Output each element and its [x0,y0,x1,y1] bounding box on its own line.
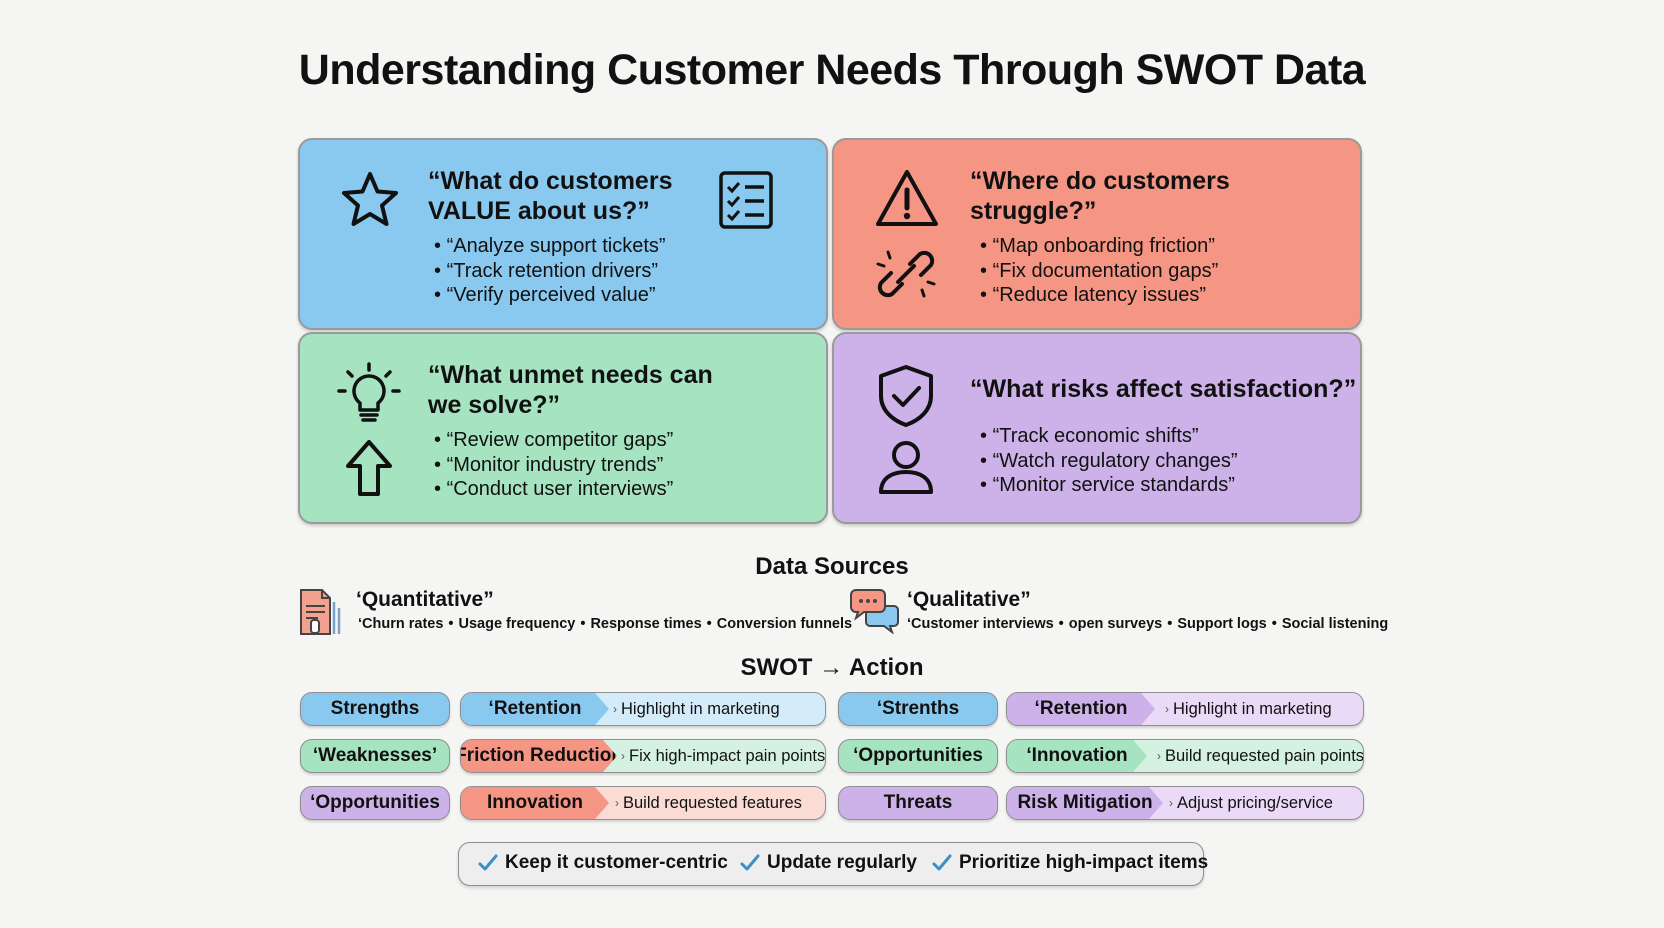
swot-tag-strengths: Strengths [300,692,450,726]
quantitative-items: ‘Churn rates•Usage frequency•Response ti… [358,616,853,632]
action-lead: ‘Retention [461,693,609,725]
list-item: ‘Churn rates [358,616,444,632]
list-item: “Monitor service standards” [980,473,1237,498]
action-row-retention: ‘Retention Highlight in marketing [1006,692,1364,726]
best-practice-label: Prioritize high-impact items [959,852,1209,873]
list-item: “Review competitor gaps” [434,428,674,453]
list-item: Support logs [1177,616,1267,632]
list-item: ‘Customer interviews [907,616,1054,632]
quadrant-opportunities: “What unmet needs can we solve?” “Review… [298,332,828,524]
swot-tag-opportunities: ‘Opportunities [838,739,998,773]
swot-action-title: SWOT → Action [740,654,924,681]
quadrant-strengths: “What do customers VALUE about us?” “Ana… [298,138,828,330]
list-item: “Track retention drivers” [434,259,666,284]
best-practice-item: Prioritize high-impact items [931,852,1208,874]
swot-tag-weaknesses: ‘Weaknesses’ [300,739,450,773]
shield-check-icon [876,364,936,428]
quadrant-heading: “What risks affect satisfaction?” [970,375,1357,403]
action-lead: Innovation [461,787,609,819]
action-lead: ‘Retention [1007,693,1155,725]
data-sources-title: Data Sources [755,553,909,580]
action-text: Fix high-impact pain points [621,740,825,772]
best-practice-item: Keep it customer-centric [477,852,728,874]
check-icon [478,854,498,871]
lightbulb-icon [336,362,402,426]
broken-link-icon [876,244,936,304]
best-practice-label: Keep it customer-centric [505,852,728,873]
action-lead: Friction Reduction [461,740,617,772]
list-item: Conversion funnels [716,616,853,632]
list-item: “Fix documentation gaps” [980,259,1219,284]
quadrant-heading: we solve?” [428,391,560,419]
arrow-up-icon [344,438,394,498]
list-item: “Analyze support tickets” [434,234,666,259]
action-text: Adjust pricing/service [1169,787,1333,819]
best-practice-label: Update regularly [767,852,917,873]
warning-icon [874,168,940,230]
list-item: “Watch regulatory changes” [980,449,1238,474]
list-item: “Track economic shifts” [980,424,1237,449]
quadrant-threats: “What risks affect satisfaction?” “Track… [832,332,1362,524]
swot-tag-threats: Threats [838,786,998,820]
list-item: “Map onboarding friction” [980,234,1218,259]
star-icon [340,170,400,230]
quadrant-heading: “Where do customers [970,167,1230,195]
list-item: “Conduct user interviews” [434,477,674,502]
action-text: Highlight in marketing [1165,693,1332,725]
swot-tag-strengths: ‘Strenths [838,692,998,726]
quantitative-label: ‘Quantitative” [356,588,494,611]
check-icon [740,854,760,871]
quadrant-heading: struggle?” [970,197,1097,225]
list-item: open surveys [1068,616,1163,632]
best-practices-bar: Keep it customer-centric Update regularl… [458,842,1208,886]
quadrant-heading: VALUE about us?” [428,197,650,225]
quadrant-heading: “What unmet needs can [428,361,713,389]
chat-bubbles-icon [850,588,900,639]
action-row-risk-mitigation: Risk Mitigation Adjust pricing/service [1006,786,1364,820]
list-item: “Monitor industry trends” [434,453,673,478]
action-lead: ‘Innovation [1007,740,1147,772]
list-item: Social listening [1281,616,1389,632]
checklist-icon [718,170,774,230]
swot-tag-opportunities: ‘Opportunities [300,786,450,820]
list-item: “Verify perceived value” [434,283,666,308]
list-item: Response times [590,616,702,632]
list-item: “Reduce latency issues” [980,283,1218,308]
action-text: Highlight in marketing [613,693,780,725]
best-practice-item: Update regularly [739,852,917,874]
quadrant-heading: “What do customers [428,167,673,195]
user-icon [876,438,936,496]
quadrant-weaknesses: “Where do customers struggle?” “Map onbo… [832,138,1362,330]
document-icon [298,588,348,641]
action-row-retention: ‘Retention Highlight in marketing [460,692,826,726]
page-title: Understanding Customer Needs Through SWO… [298,46,1366,94]
action-row-innovation: Innovation Build requested features [460,786,826,820]
list-item: Usage frequency [458,616,576,632]
qualitative-label: ‘Qualitative” [907,588,1031,611]
qualitative-items: ‘Customer interviews•open surveys•Suppor… [907,616,1389,632]
action-text: Build requested features [615,787,802,819]
action-row-innovation: ‘Innovation Build requested pain points [1006,739,1364,773]
action-row-friction-reduction: Friction Reduction Fix high-impact pain … [460,739,826,773]
action-lead: Risk Mitigation [1007,787,1163,819]
check-icon [932,854,952,871]
action-text: Build requested pain points [1157,740,1363,772]
